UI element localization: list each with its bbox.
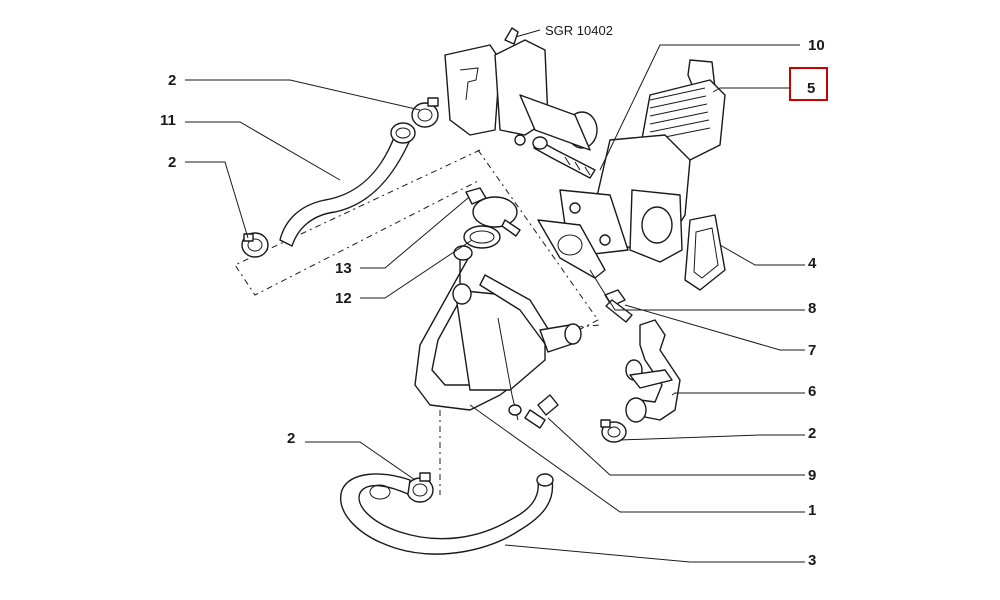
callout-13: 13: [335, 260, 352, 277]
callout-7: 7: [808, 342, 816, 359]
small-bolt: [604, 289, 633, 323]
reference-code: SGR 10402: [545, 23, 613, 38]
hose-clamp-top: [411, 97, 439, 128]
thermostat-housing: [444, 27, 598, 151]
callout-6: 6: [808, 383, 816, 400]
gasket-center: [537, 219, 606, 279]
hose-clamp-left: [241, 232, 269, 258]
callout-11: 11: [160, 112, 176, 129]
callout-2-bottom: 2: [287, 430, 295, 447]
callout-3: 3: [808, 552, 816, 569]
cooler-bolt: [524, 394, 559, 429]
o-ring: [463, 225, 501, 249]
callout-4: 4: [808, 255, 817, 272]
callout-10: 10: [808, 37, 825, 54]
lower-hose: [340, 473, 554, 555]
callout-2-left: 2: [168, 154, 176, 171]
callout-12: 12: [335, 290, 352, 307]
pipe-bracket: [625, 319, 681, 423]
hose-clamp-right: [600, 419, 627, 443]
callout-1: 1: [808, 502, 816, 519]
callout-8: 8: [808, 300, 816, 317]
callout-5-highlight: [789, 67, 828, 101]
gasket-right: [684, 214, 726, 291]
callout-9: 9: [808, 467, 816, 484]
leader-lines: [185, 44, 805, 563]
egr-bolt: [532, 136, 596, 179]
callout-5: 5: [807, 80, 815, 97]
cooler-pipe-assembly: [414, 245, 582, 421]
bracket-seal: [465, 187, 521, 237]
callout-2-right: 2: [808, 425, 816, 442]
upper-hose: [279, 122, 416, 247]
callout-2-top: 2: [168, 72, 176, 89]
callout-numbers: 10 5 2 11 2 13 12 4 8 7 6 2 2 9 1 3: [160, 37, 825, 569]
hose-clamp-bottom: [406, 472, 434, 503]
